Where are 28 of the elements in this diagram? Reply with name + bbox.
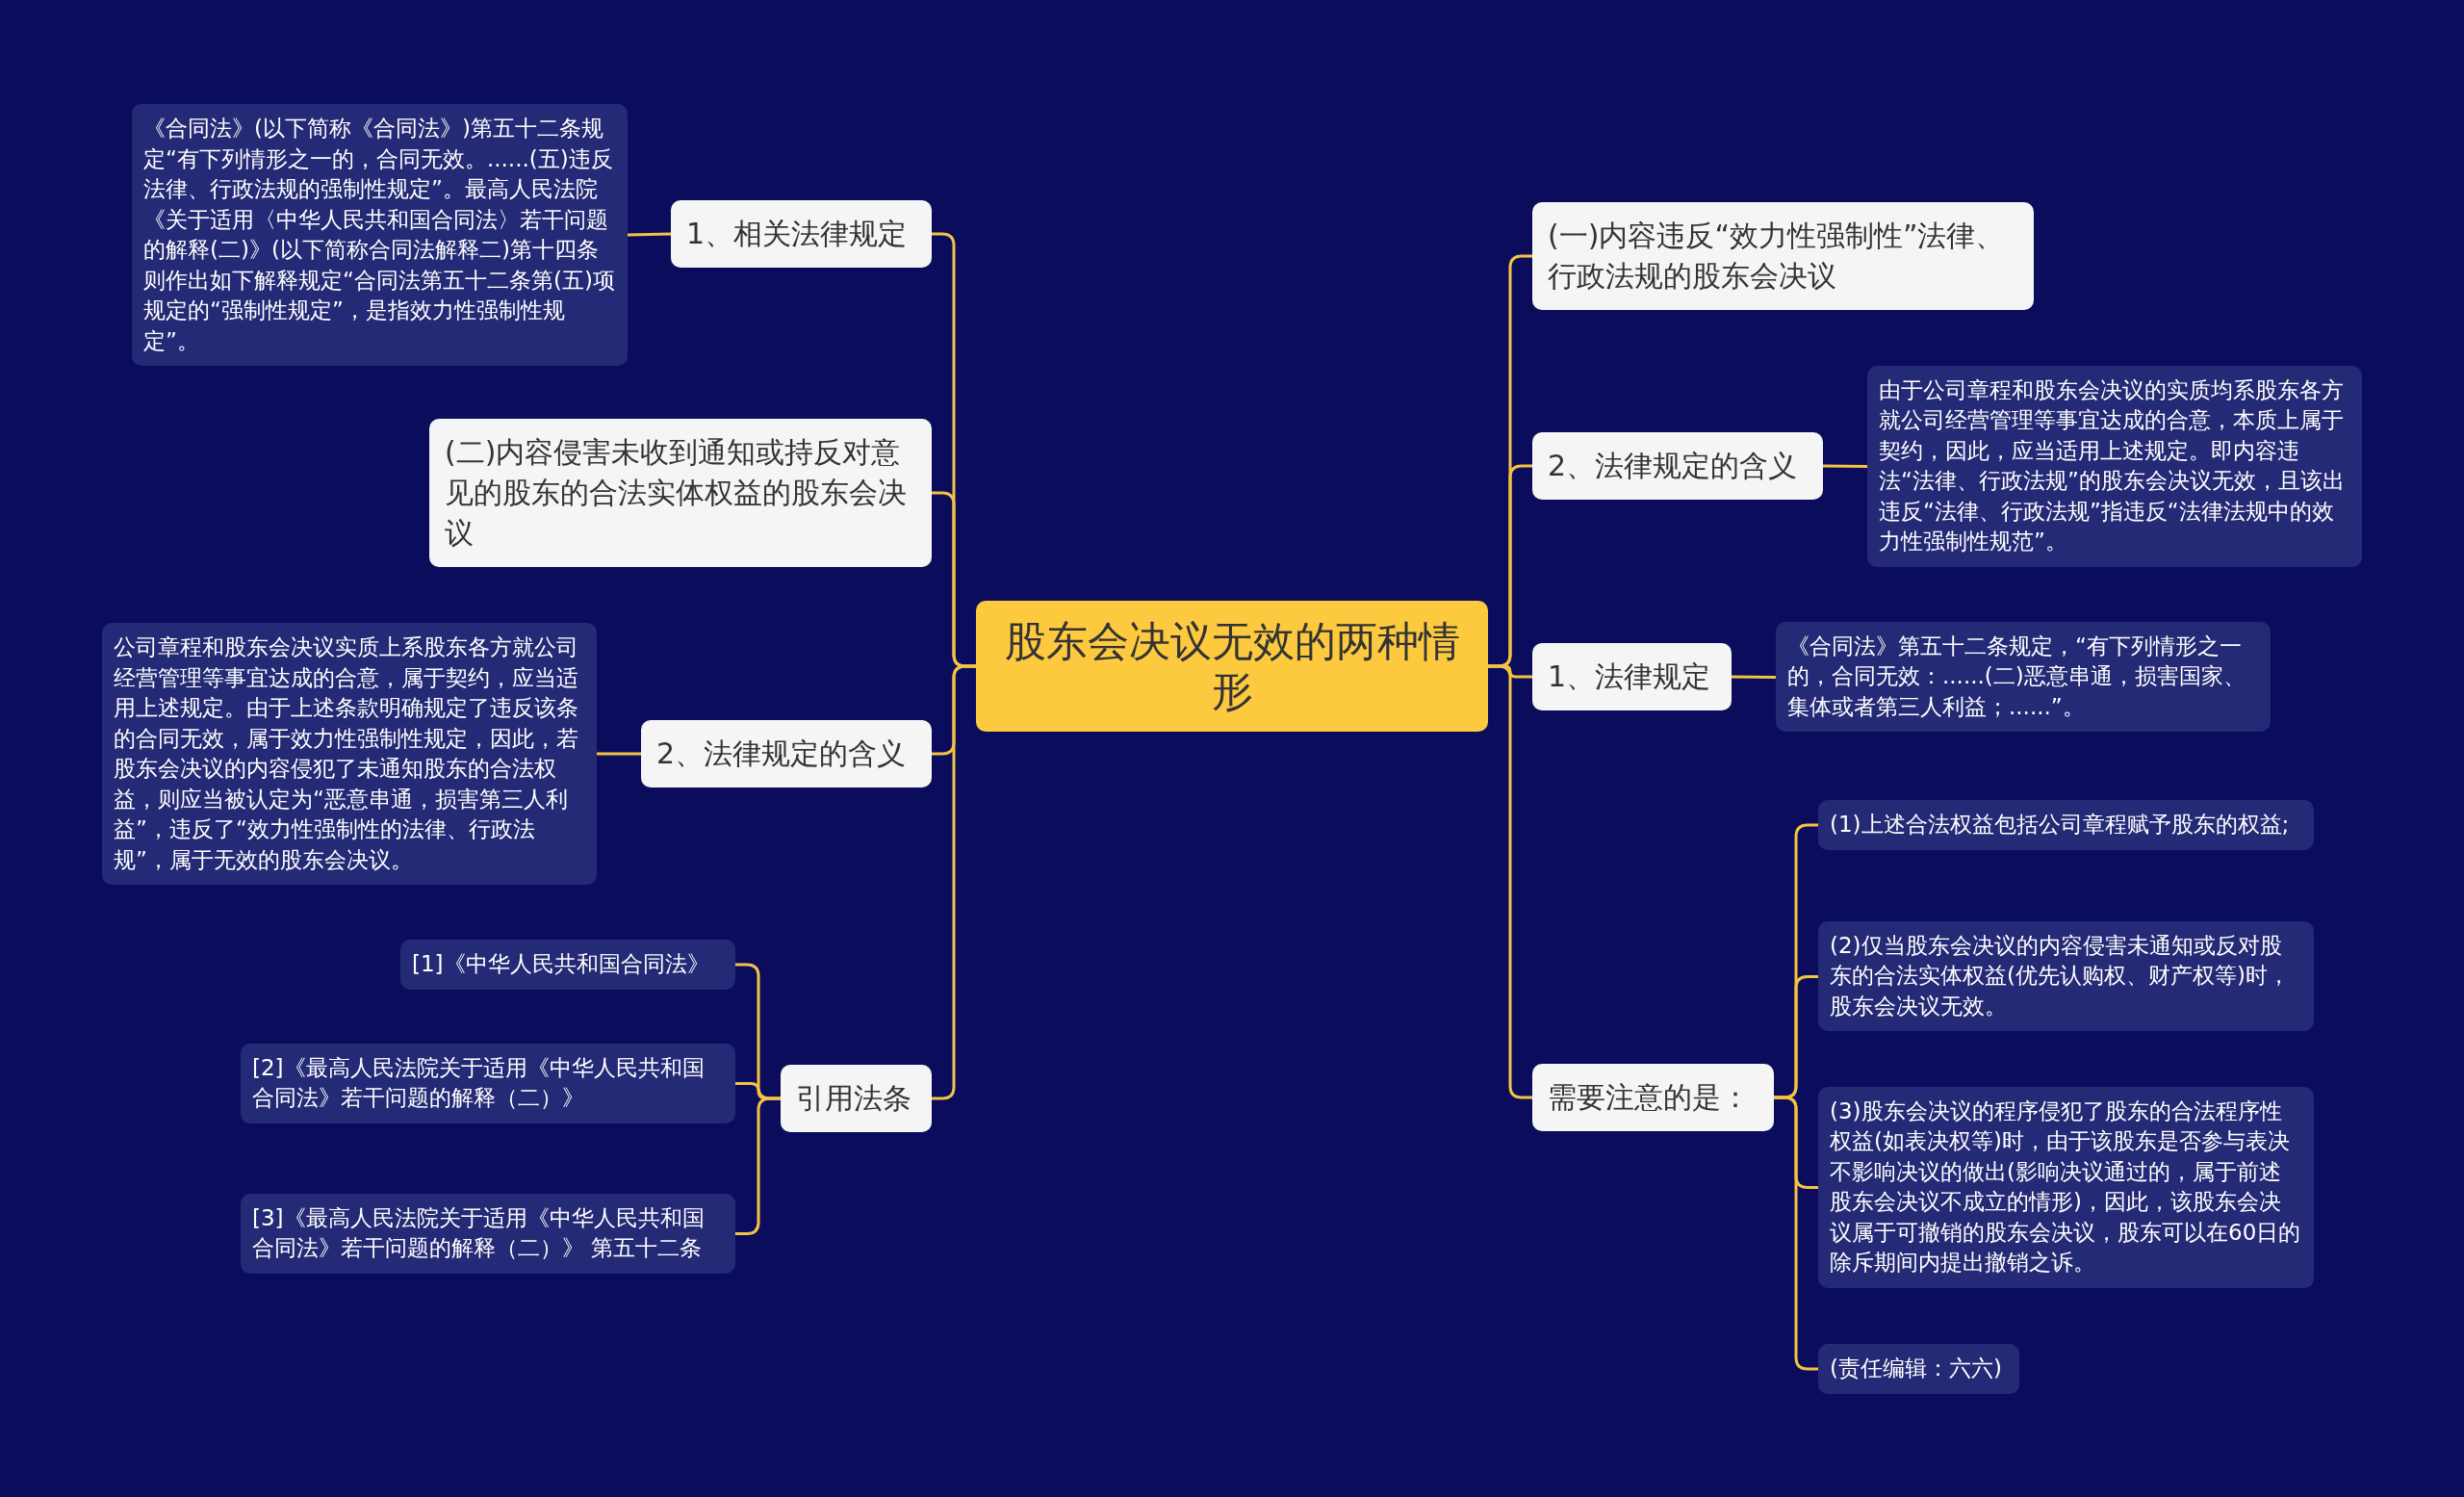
- note-box: 公司章程和股东会决议实质上系股东各方就公司经营管理等事宜达成的合意，属于契约，应当适用上述规定。由于上述条款明确规定了违反该条的合同无效，属于效力性强制性规定，因此，若股东会决议的内容侵犯了未通知股东的合法权益，则应当被认定为“恶意串通，损害第三人利益”，违反了“效力性强制性的法律、行政法规”，属于无效的股东会决议。: [102, 623, 597, 885]
- topic-box: 2、法律规定的含义: [1532, 432, 1823, 500]
- note-box: [3]《最高人民法院关于适用《中华人民共和国合同法》若干问题的解释（二）》 第五十二条: [241, 1193, 735, 1274]
- note-box: [1]《中华人民共和国合同法》: [400, 940, 735, 990]
- connector-line: [1488, 664, 1532, 1099]
- note-box: 《合同法》(以下简称《合同法》)第五十二条规定“有下列情形之一的，合同无效。......(五)违反法律、行政法规的强制性规定”。最高人民法院《关于适用〈中华人民共和国合同法〉若干问题的解释(二)》(以下简称合同法解释二)第十四条则作出如下解释规定“合同法第五十二条第(五)项规定的“强制性规定”，是指效力性强制性规定”。: [132, 104, 628, 366]
- topic-box: (二)内容侵害未收到通知或持反对意见的股东的合法实体权益的股东会决议: [429, 419, 932, 567]
- connector-line: [1732, 675, 1776, 679]
- topic-box: 1、法律规定: [1532, 643, 1732, 710]
- central-topic-box: 股东会决议无效的两种情形: [976, 601, 1488, 732]
- connector-line: [1774, 1096, 1818, 1371]
- note-box: (3)股东会决议的程序侵犯了股东的合法程序性权益(如表决权等)时，由于该股东是否参与表决不影响决议的做出(影响决议通过的，属于前述股东会决议不成立的情形)，因此，该股东会决议属于可撤销的股东会决议，股东可以在60日的除斥期间内提出撤销之诉。: [1818, 1086, 2314, 1288]
- topic-box: 2、法律规定的含义: [641, 720, 932, 787]
- connector-line: [735, 1097, 781, 1235]
- note-box: 《合同法》第五十二条规定，“有下列情形之一的，合同无效：......(二)恶意串通，损害国家、集体或者第三人利益；......”。: [1776, 621, 2271, 732]
- connector-line: [627, 232, 672, 237]
- topic-box: (一)内容违反“效力性强制性”法律、行政法规的股东会决议: [1532, 202, 2034, 310]
- topic-box: 1、相关法律规定: [671, 200, 932, 268]
- connector-line: [932, 664, 976, 1100]
- note-box: 由于公司章程和股东会决议的实质均系股东各方就公司经营管理等事宜达成的合意，本质上属于契约，因此，应当适用上述规定。即内容违法“法律、行政法规”的股东会决议无效，且该出违反“法律、行政法规”指违反“法律法规中的效力性强制性规范”。: [1867, 365, 2362, 567]
- topic-box: 需要注意的是：: [1532, 1064, 1774, 1131]
- note-box: (2)仅当股东会决议的内容侵害未通知或反对股东的合法实体权益(优先认购权、财产权等)时，股东会决议无效。: [1818, 920, 2314, 1031]
- connector-line: [597, 752, 641, 756]
- note-box: [2]《最高人民法院关于适用《中华人民共和国合同法》若干问题的解释（二）》: [241, 1043, 735, 1123]
- note-box: (责任编辑：六六): [1818, 1344, 2019, 1394]
- topic-box: 引用法条: [781, 1065, 932, 1132]
- note-box: (1)上述合法权益包括公司章程赋予股东的权益;: [1818, 800, 2314, 850]
- connector-line: [1823, 464, 1867, 468]
